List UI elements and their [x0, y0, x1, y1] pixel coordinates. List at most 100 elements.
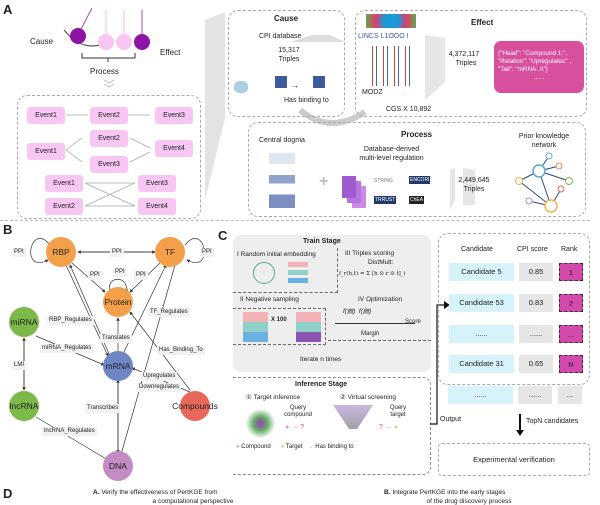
inference-legend: ● Compound ● Target → Has binding to — [236, 444, 354, 450]
target-inference-label: ① Target inference — [246, 394, 301, 401]
edge-label-tf-regulates: TF_Regulates — [148, 308, 190, 317]
legend-target: Target — [285, 444, 303, 450]
positive-triple — [243, 312, 268, 342]
rank-cell: N — [559, 355, 583, 373]
divider — [0, 220, 590, 221]
embedding-section: I Random initial embedding — [233, 248, 338, 293]
edge-label-ppi: PPI — [88, 271, 102, 280]
node-mirna: miRNA — [9, 307, 39, 337]
lincs-logo — [366, 14, 416, 28]
graph-icon — [253, 262, 275, 284]
score-cell: 0.83 — [519, 294, 553, 312]
effect-count: 4,372,117 — [448, 51, 480, 58]
header-rank: Rank — [561, 246, 578, 253]
example-line: "Relation": "Upregulates" , — [498, 58, 571, 65]
compound-query-icon: ● → ? — [285, 424, 305, 431]
edge-label-has-binding-to: Has_Binding_To — [157, 346, 205, 355]
edge-label-ppi: PPI — [110, 248, 124, 257]
f-positive: f(▤) f(▤) — [343, 308, 372, 315]
prior-label: network — [531, 142, 557, 149]
event: Event1 — [27, 143, 65, 160]
train-stage-title: Train Stage — [303, 238, 341, 245]
process-box: Process Central dogma + Database-derived… — [248, 122, 586, 217]
cgs-label: CGS X 10,892 — [386, 106, 432, 113]
event: Event3 — [155, 107, 193, 124]
candidate-cell: Candidate 53 — [449, 294, 514, 312]
candidate-cell: Candidate 5 — [449, 263, 514, 281]
protein-structures-icon — [243, 406, 278, 441]
train-stage-box: Train Stage I Random initial embedding I… — [233, 235, 431, 372]
panel-label-d: D — [3, 486, 13, 501]
edge-label-ppi: PPI — [12, 248, 26, 257]
plus-icon: + — [319, 173, 329, 190]
edge-label-upregulates: Upregulates — [141, 372, 178, 381]
candidate-table: Candidate CPI score Rank Candidate 5 0.8… — [438, 233, 590, 385]
inference-stage-box: Inference Stage ① Target inference ② Vir… — [233, 377, 431, 475]
process-count: 2,449,645 — [458, 177, 490, 184]
embedding-h — [288, 262, 308, 267]
query-target-label: target — [390, 412, 406, 418]
arrow-icon: → — [291, 81, 299, 90]
cause-label: Cause — [30, 37, 54, 46]
node-rbp: RBP — [46, 237, 76, 267]
protein-icon — [234, 81, 248, 93]
prior-label: Prior knowledge — [518, 133, 570, 140]
example-line: "Tail": "mRNA: A"} — [498, 66, 548, 73]
goal-b: B. Integrate PertKGE into the early stag… — [384, 489, 505, 496]
embedding-t — [288, 278, 308, 283]
edge-label-ppi: PPI — [200, 248, 214, 257]
example-line: ...... — [533, 74, 545, 81]
distmult-formula: f_r(h,t) = Σ [h ⊙ r ⊙ t]_i — [339, 271, 406, 277]
dna-rna-protein-icon — [269, 153, 295, 208]
event: Event4 — [138, 198, 176, 215]
score-cell: ...... — [519, 325, 553, 343]
step-3-label: III Triples scoring — [345, 250, 395, 257]
score-cell: ...... — [518, 386, 552, 404]
lincs-label: LINCS L1OOO I — [358, 33, 409, 40]
effect-ball — [134, 34, 150, 50]
effect-unit: Triples — [455, 60, 477, 67]
node-mrna: mRNA — [103, 351, 133, 381]
goal-a-text2: a computational perspective — [152, 498, 234, 505]
modz-label: MODZ — [362, 89, 383, 96]
embedding-r — [288, 270, 308, 275]
candidate-cell: ...... — [449, 325, 514, 343]
experimental-verification-box: Experimental verification — [438, 443, 590, 476]
panel-label-a: A — [3, 2, 13, 17]
inference-stage-title: Inference Stage — [295, 381, 348, 388]
arrow-head-icon — [516, 430, 524, 436]
rank-cell: ... — [558, 386, 582, 404]
edge-label-ppi: PPI — [113, 268, 127, 277]
rank-cell: 1 — [559, 263, 583, 281]
event: Event4 — [155, 140, 193, 157]
event-chains-box: Event1 Event2 Event3 Event1 Event2 Event… — [17, 95, 201, 219]
panel-label-b: B — [3, 222, 13, 237]
node-compounds: Compounds — [172, 391, 218, 421]
node-dna: DNA — [103, 451, 133, 481]
query-compound-label: Query — [289, 405, 307, 411]
trrust-logo: TRRUST — [374, 196, 397, 204]
divider — [328, 340, 431, 341]
event: Event3 — [138, 175, 176, 192]
triple-example-card: {"Head": "Compound 1:", "Relation": "Upr… — [494, 41, 584, 93]
goal-a: A. Verify the effectiveness of PertKGE f… — [93, 489, 218, 496]
legend-binding: Has binding to — [315, 444, 354, 450]
cause-box: Cause CPI database 15,317 Triples → Has … — [228, 10, 345, 117]
score-label: Score — [405, 319, 421, 325]
edge-label-downregulates: Downregulates — [137, 383, 182, 392]
complex-icon — [313, 76, 325, 88]
score-cell: 0.85 — [519, 263, 553, 281]
edge-label-lncrna-regulates: lncRNA_Regulates — [42, 427, 97, 436]
topn-arrow — [519, 414, 521, 432]
cause-unit: Triples — [278, 56, 300, 63]
goal-a-text: Verify the effectiveness of PertKGE from — [101, 489, 218, 496]
effect-label: Effect — [160, 48, 181, 57]
header-cpi-score: CPI score — [517, 246, 548, 253]
candidate-cell: Candidate 31 — [449, 355, 514, 373]
goal-b-letter: B. — [384, 489, 391, 496]
cpi-database: CPI database — [259, 33, 302, 40]
effect-title: Effect — [471, 18, 494, 27]
signature-chart-icon — [366, 46, 416, 86]
header-candidate: Candidate — [461, 246, 493, 253]
